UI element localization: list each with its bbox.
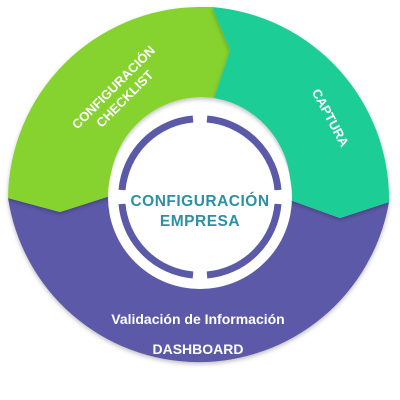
center-title-line2: EMPRESA: [160, 213, 240, 230]
segment-captura: [212, 7, 390, 218]
center-ring: [118, 115, 282, 279]
dashboard-label-line1: Validación de Información: [111, 311, 284, 327]
dashboard-label-line2: DASHBOARD: [153, 341, 244, 357]
center-disc: [108, 105, 292, 289]
segment-checklist: [8, 7, 230, 212]
center-title-line1: CONFIGURACIÓN: [130, 192, 269, 210]
